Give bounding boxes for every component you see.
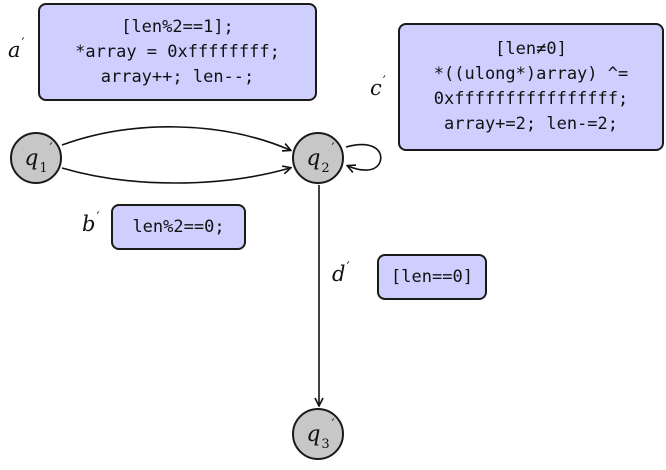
guard-box-a: [len%2==1]; *array = 0xffffffff; array++…: [38, 3, 317, 101]
guard-box-d: [len==0]: [377, 254, 487, 300]
edge-d-label: d′: [332, 260, 350, 286]
guard-a-line-1: [len%2==1];: [121, 16, 234, 37]
guard-a-line-3: array++; len--;: [100, 66, 255, 87]
edge-c-self-loop-arrow: [346, 143, 382, 170]
edge-a-label: a′: [8, 36, 25, 62]
state-q2: q2′: [292, 132, 344, 184]
edge-b-label: b′: [82, 210, 100, 236]
guard-box-c: [len≠0] *((ulong*)array) ^= 0xffffffffff…: [398, 23, 664, 151]
guard-c-line-4: array+=2; len-=2;: [444, 114, 618, 134]
edge-a-arrow: [61, 126, 290, 150]
guard-d-line-1: [len==0]: [391, 266, 473, 287]
guard-box-b: len%2==0;: [111, 204, 246, 250]
guard-c-line-1: [len≠0]: [495, 39, 567, 59]
edge-c-label: c′: [370, 74, 386, 100]
guard-c-line-2: *((ulong*)array) ^=: [433, 64, 629, 84]
state-q1: q1′: [10, 132, 62, 184]
state-q3: q3′: [292, 408, 344, 460]
guard-c-line-3: 0xffffffffffffffff;: [433, 89, 629, 109]
guard-a-line-2: *array = 0xffffffff;: [75, 41, 280, 62]
guard-b-line-1: len%2==0;: [132, 216, 225, 237]
edge-b-arrow: [61, 168, 290, 184]
